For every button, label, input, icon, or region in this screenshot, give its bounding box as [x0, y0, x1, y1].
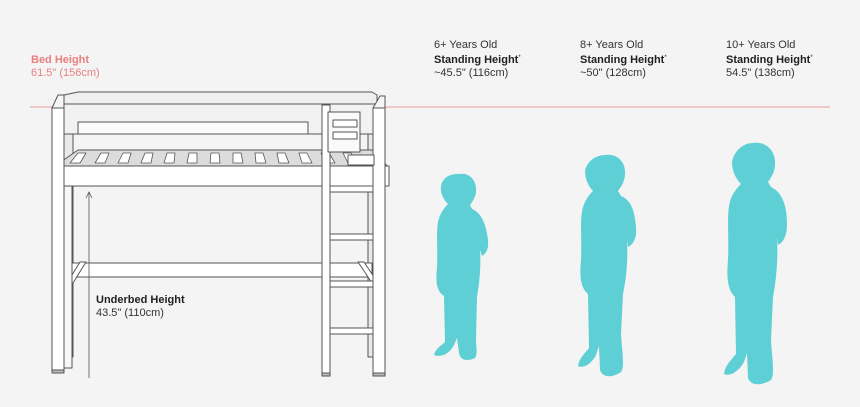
loft-bed-illustration: [51, 91, 390, 377]
child-age: 10+ Years Old: [726, 39, 796, 51]
child-silhouette-6: [434, 173, 489, 361]
standing-height-label: Standing Height: [434, 54, 519, 66]
bed-height-value: 61.5" (156cm): [31, 67, 100, 79]
standing-height-label: Standing Height: [726, 54, 811, 66]
underbed-height-arrow: [85, 191, 93, 378]
footnote-mark: *: [810, 55, 813, 61]
child-label-10: 10+ Years Old Standing Height* 54.5" (13…: [726, 39, 813, 80]
child-silhouette-10: [724, 142, 787, 385]
child-label-8: 8+ Years Old Standing Height* ~50" (128c…: [580, 39, 667, 80]
standing-height-label: Standing Height: [580, 54, 665, 66]
underbed-height-label: Underbed Height 43.5" (110cm): [96, 294, 185, 320]
footnote-mark: *: [518, 55, 521, 61]
standing-height-value: 54.5" (138cm): [726, 67, 795, 79]
child-age: 8+ Years Old: [580, 39, 644, 51]
bed-height-label: Bed Height 61.5" (156cm): [31, 54, 100, 80]
footnote-mark: *: [664, 55, 667, 61]
standing-height-value: ~45.5" (116cm): [434, 67, 509, 79]
underbed-height-value: 43.5" (110cm): [96, 307, 164, 319]
bed-height-title: Bed Height: [31, 54, 90, 66]
child-silhouette-8: [578, 154, 637, 377]
child-age: 6+ Years Old: [434, 39, 498, 51]
bed-slats: [69, 152, 359, 164]
child-label-6: 6+ Years Old Standing Height* ~45.5" (11…: [434, 39, 521, 80]
underbed-height-title: Underbed Height: [96, 294, 185, 306]
standing-height-value: ~50" (128cm): [580, 67, 646, 79]
